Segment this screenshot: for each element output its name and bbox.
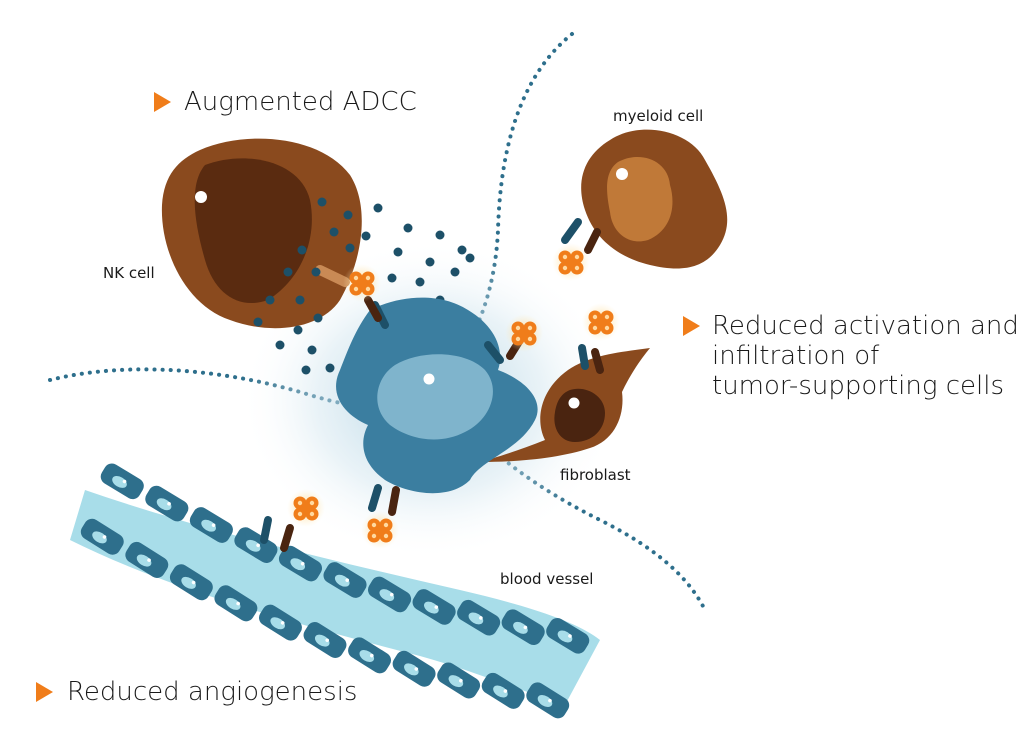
myeloid-cell-label: myeloid cell: [613, 107, 704, 125]
adcc-marker-icon: [154, 92, 171, 112]
myeloid-cell: [561, 129, 728, 269]
angiogenesis-marker-icon: [36, 682, 53, 702]
fibroblast-cell: [480, 344, 650, 462]
blood-vessel-label: blood vessel: [500, 570, 594, 588]
nk-cell: [161, 138, 362, 329]
activation-marker-icon: [683, 316, 700, 336]
effect-angiogenesis-label: Reduced angiogenesis: [67, 677, 358, 707]
nk-cell-label: NK cell: [103, 264, 155, 282]
endothelial-cells: [80, 463, 590, 719]
blood-vessel: [70, 463, 600, 719]
effect-activation-line2: infiltration of: [712, 341, 880, 371]
cytotoxic-granules: [253, 197, 475, 375]
tumor-cell: [260, 296, 538, 552]
fibroblast-label: fibroblast: [560, 466, 631, 484]
effect-activation-line1: Reduced activation and: [712, 311, 1019, 341]
effect-adcc-label: Augmented ADCC: [184, 87, 417, 117]
effect-activation-line3: tumor-supporting cells: [712, 371, 1004, 401]
